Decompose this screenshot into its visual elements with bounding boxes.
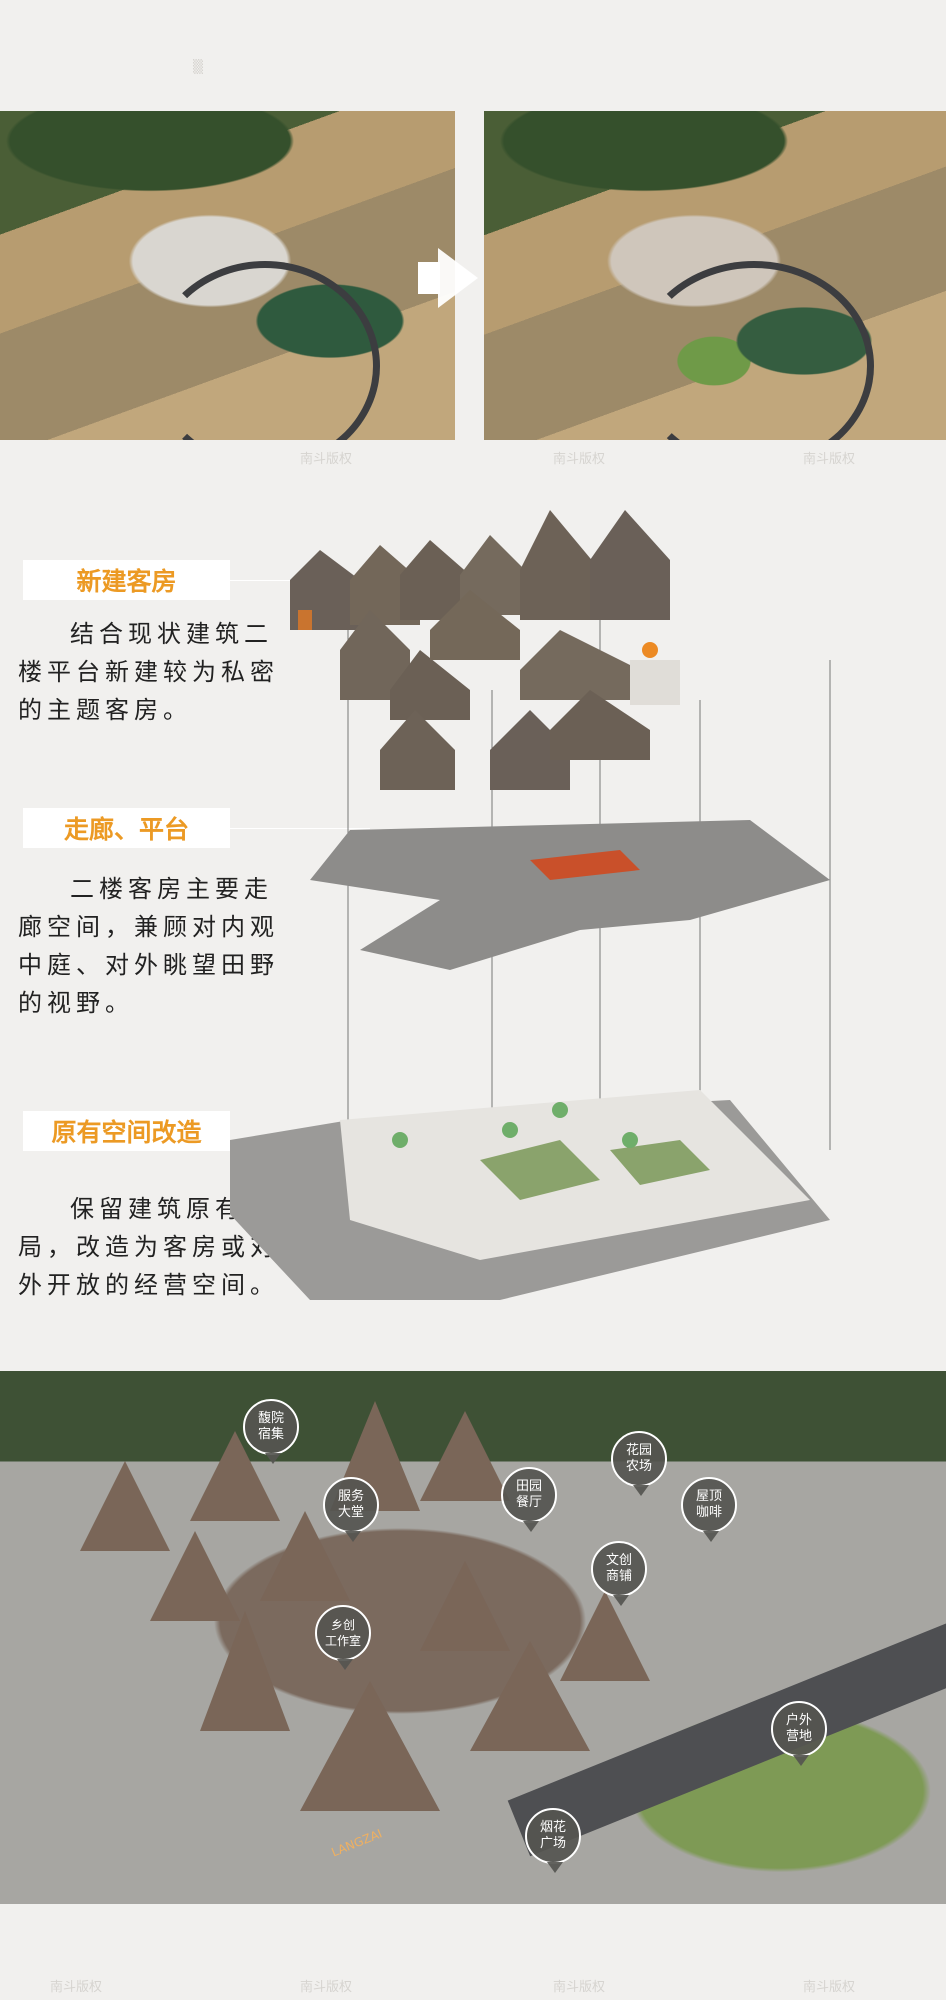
watermark: 南斗版权	[300, 452, 353, 467]
arrow-icon	[438, 248, 478, 308]
aerial-rendering: 馥院 宿集 服务 大堂 田园 餐厅 花园 农场 屋顶 咖啡 文创 商铺 乡创 工…	[0, 1371, 946, 1904]
arrow-icon	[418, 262, 440, 294]
section-title-corridor: 走廊、平台	[23, 808, 230, 848]
section-body-corridor: 二楼客房主要走廊空间，兼顾对内观中庭、对外眺望田野的视野。	[18, 875, 279, 1017]
watermark: 南斗版权	[553, 452, 606, 467]
watermark: 南斗版权	[50, 1980, 103, 1995]
pin-outdoor-camp[interactable]: 户外 营地	[771, 1701, 827, 1766]
aerial-photo-after	[484, 111, 946, 440]
section-title-renovation: 原有空间改造	[23, 1111, 230, 1151]
aerial-photo-before	[0, 111, 455, 440]
watermark: 南斗版权	[803, 452, 856, 467]
street-signage: LANGZAI	[329, 1826, 385, 1860]
pin-fireworks-plaza[interactable]: 烟花 广场	[525, 1808, 581, 1873]
pin-farm-restaurant[interactable]: 田园 餐厅	[501, 1467, 557, 1532]
section-body-new-rooms: 结合现状建筑二楼平台新建较为私密的主题客房。	[18, 620, 279, 724]
pin-garden-farm[interactable]: 花园 农场	[611, 1431, 667, 1496]
watermark: 南斗版权	[803, 1980, 856, 1995]
pin-creative-studio[interactable]: 乡创 工作室	[315, 1605, 371, 1670]
pin-rooftop-cafe[interactable]: 屋顶 咖啡	[681, 1477, 737, 1542]
watermark: 南斗版权	[553, 1980, 606, 1995]
leader-line	[230, 828, 370, 829]
pin-boutique-lodging[interactable]: 馥院 宿集	[243, 1399, 299, 1464]
exploded-axonometric-diagram	[230, 510, 831, 1300]
section-title-new-rooms: 新建客房	[23, 560, 230, 600]
new-guest-rooms-layer	[290, 510, 680, 790]
pin-creative-shops[interactable]: 文创 商铺	[591, 1541, 647, 1606]
ground-floor-layer	[230, 1090, 830, 1300]
watermark: 南斗版权	[300, 1980, 353, 1995]
pin-service-lobby[interactable]: 服务 大堂	[323, 1477, 379, 1542]
corridor-platform-layer	[310, 820, 830, 970]
watermark: ▒	[193, 60, 203, 75]
